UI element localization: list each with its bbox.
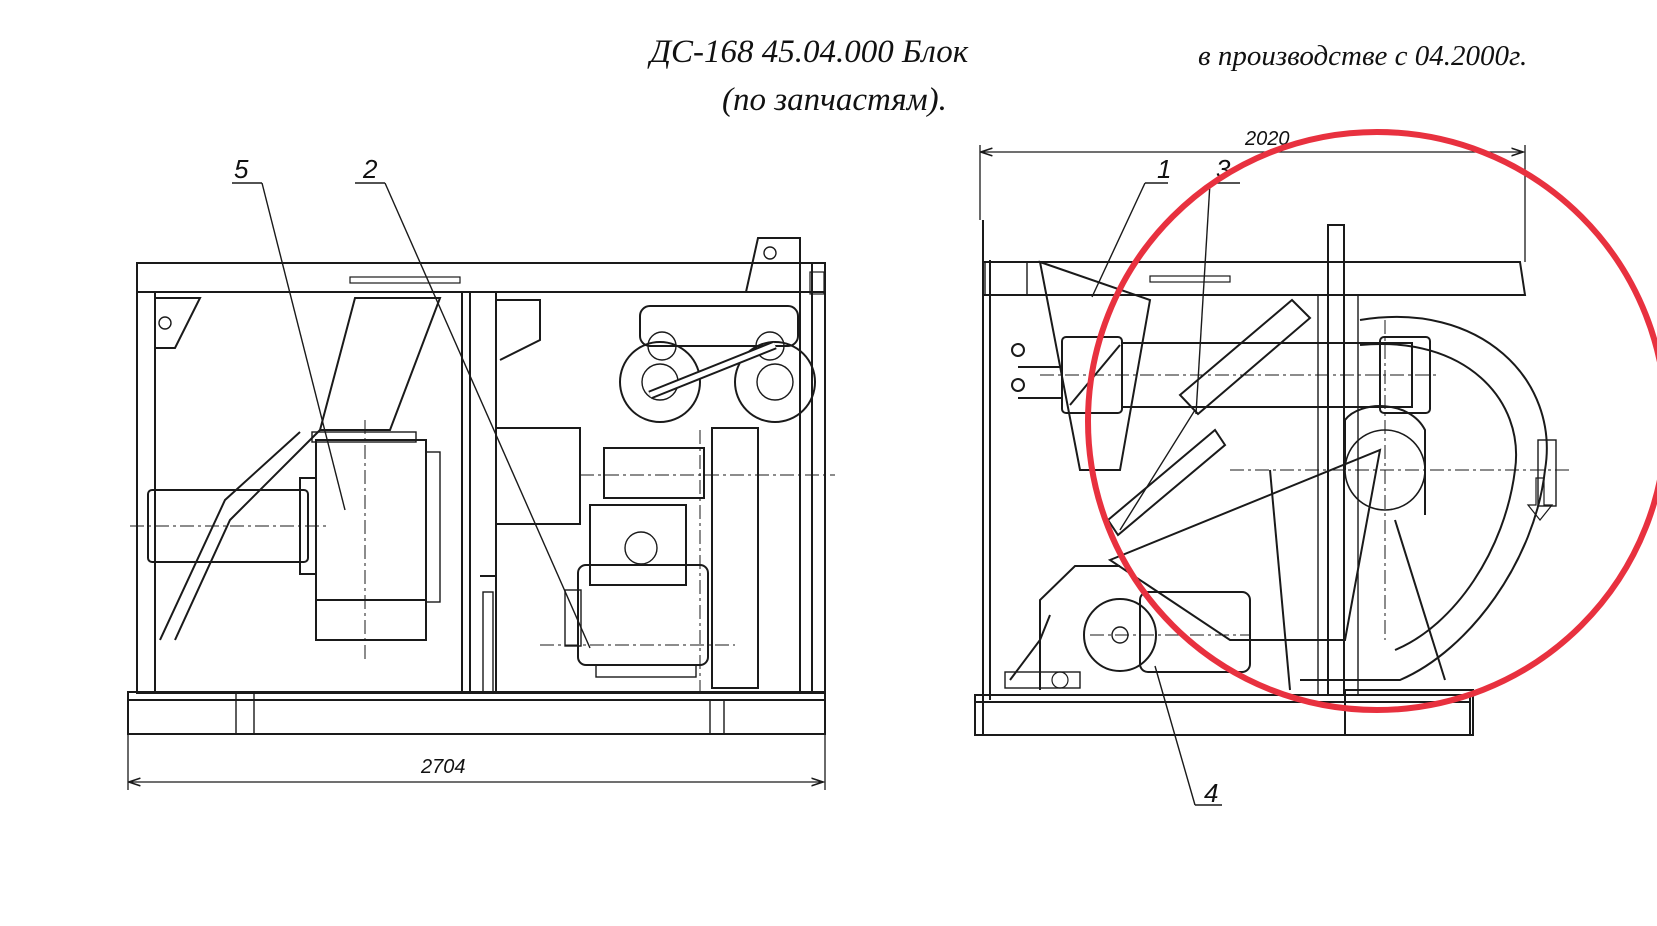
belt-guard [639, 305, 799, 347]
left-frame [136, 262, 826, 694]
right-base [974, 694, 1471, 736]
callout-2: 2 [362, 154, 378, 184]
left-callouts [232, 182, 591, 649]
right-motor-pulley [1083, 598, 1157, 672]
drawing-title-continued: (по запчастям). [722, 82, 947, 118]
right-callouts [1091, 182, 1240, 806]
right-fan-volute [1300, 315, 1548, 681]
dimension-2020: 2020 [1244, 128, 1290, 150]
pulley-right [734, 341, 816, 423]
dimension-2704: 2704 [420, 756, 466, 778]
callout-5: 5 [234, 154, 249, 184]
production-date-note: в производстве с 04.2000г. [1198, 40, 1528, 72]
drawing-title: ДС-168 45.04.000 Блок [650, 34, 969, 70]
callout-4: 4 [1204, 778, 1218, 808]
left-base [127, 691, 826, 735]
pulley-left [619, 341, 701, 423]
dimension-line-right [979, 145, 1526, 262]
left-lower-motor [577, 564, 709, 666]
highlight-circle [1085, 129, 1657, 713]
callout-1: 1 [1157, 154, 1171, 184]
right-view [974, 220, 1570, 736]
left-view [127, 237, 835, 735]
dimension-line-left [127, 735, 826, 790]
right-trough [1107, 448, 1382, 641]
left-fan-housing [315, 439, 427, 641]
